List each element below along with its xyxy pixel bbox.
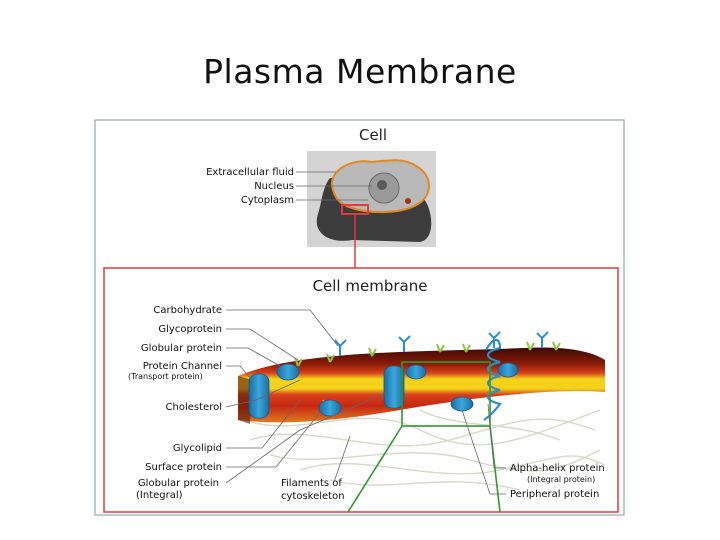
label-alpha-helix: Alpha-helix protein (510, 463, 605, 474)
globular-protein-2 (405, 364, 427, 380)
globular-protein-3 (497, 362, 519, 378)
label-transport-protein: (Transport protein) (128, 372, 203, 381)
label-extracellular-fluid: Extracellular fluid (206, 167, 294, 178)
cytoskeleton-filaments (244, 409, 606, 491)
label-cholesterol: Cholesterol (166, 402, 222, 413)
membrane-leader-lines (225, 309, 506, 495)
label-globular-protein: Globular protein (141, 343, 222, 354)
label-globular-protein-2: Globular protein (138, 478, 219, 489)
carbohydrate-chains (334, 331, 549, 356)
label-carbohydrate: Carbohydrate (153, 305, 222, 316)
cell-leader-lines (296, 171, 372, 201)
label-glycoprotein: Glycoprotein (158, 324, 222, 335)
surface-protein (318, 399, 342, 417)
detail-connector-1 (347, 425, 403, 513)
label-integral: (Integral) (136, 490, 183, 501)
label-glycolipid: Glycolipid (173, 443, 222, 454)
organelle (405, 198, 411, 204)
label-protein-channel: Protein Channel (143, 361, 222, 372)
protein-channel (248, 373, 270, 419)
nucleolus (377, 180, 387, 190)
integral-protein (383, 365, 405, 409)
detail-box (401, 361, 491, 427)
label-peripheral-protein: Peripheral protein (510, 489, 599, 500)
label-integral-protein: (Integral protein) (527, 475, 595, 484)
cell-panel-title: Cell (359, 126, 387, 144)
globular-protein (276, 363, 300, 381)
bilayer-side-face (238, 376, 252, 424)
slide-title: Plasma Membrane (203, 52, 517, 91)
label-filaments-1: Filaments of (281, 478, 342, 489)
alpha-helix-protein (483, 338, 502, 421)
membrane-panel-title: Cell membrane (313, 277, 428, 295)
proteins (248, 362, 519, 419)
peripheral-protein (450, 396, 474, 412)
label-surface-protein: Surface protein (145, 462, 222, 473)
label-filaments-2: cytoskeleton (281, 491, 345, 502)
membrane-panel-frame (103, 267, 619, 513)
label-nucleus: Nucleus (254, 181, 294, 192)
label-cytoplasm: Cytoplasm (241, 195, 294, 206)
